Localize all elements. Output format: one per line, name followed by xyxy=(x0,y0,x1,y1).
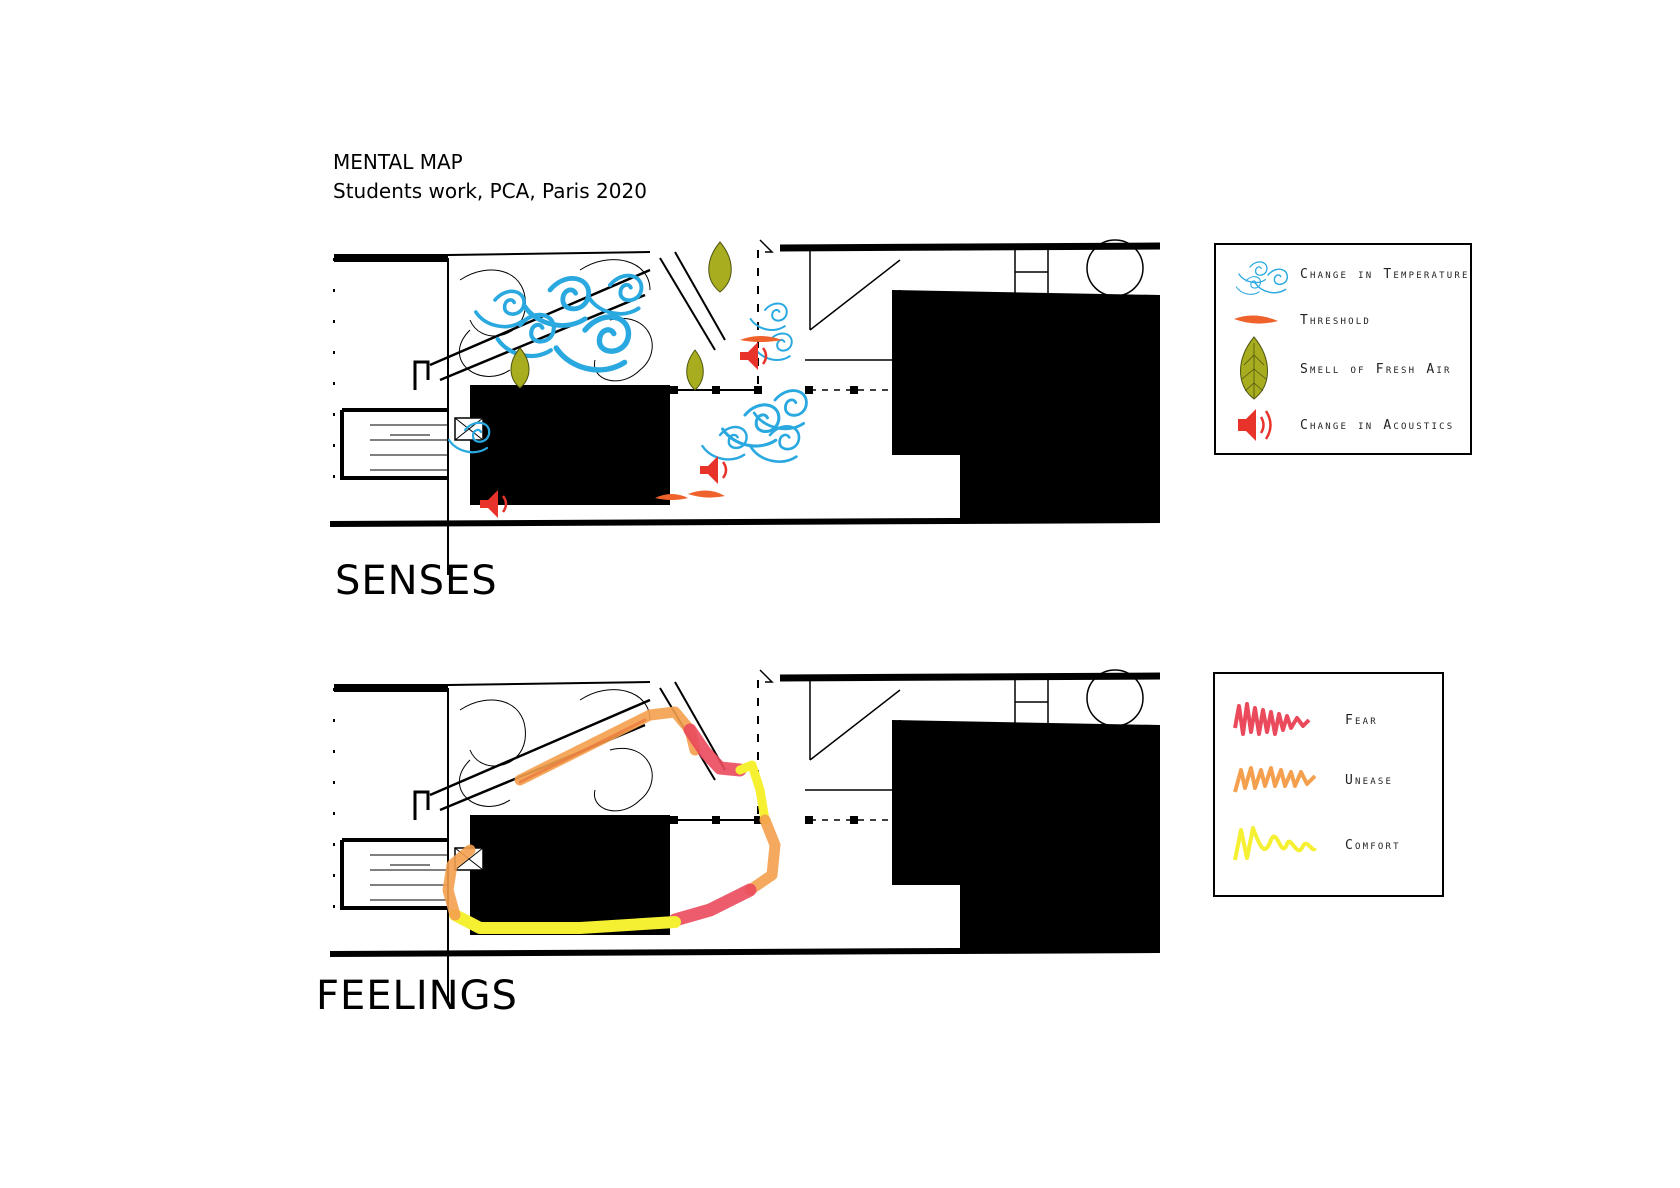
senses-section-label: SENSES xyxy=(335,558,498,604)
threshold-icon xyxy=(1234,315,1278,324)
unease-route xyxy=(744,814,781,896)
unease-route xyxy=(442,844,476,921)
legend-item-comfort: Comfort xyxy=(1231,820,1401,870)
feelings-section-label: FEELINGS xyxy=(316,973,518,1019)
scribble-icon xyxy=(1233,826,1317,861)
senses-legend: Change in Temperature Threshold Smell of… xyxy=(1214,243,1472,455)
legend-item-temperature: Change in Temperature xyxy=(1228,251,1470,297)
wind-swirl-icon xyxy=(1235,261,1289,295)
legend-label-comfort: Comfort xyxy=(1345,837,1401,853)
leaf-marker xyxy=(510,241,732,391)
title-block: MENTAL MAP Students work, PCA, Paris 202… xyxy=(333,148,647,206)
legend-item-fear: Fear xyxy=(1231,698,1378,742)
legend-item-leaf: Smell of Fresh Air xyxy=(1228,335,1452,403)
speaker-icon xyxy=(1238,409,1272,441)
map-title: MENTAL MAP xyxy=(333,150,463,174)
legend-label-acoustics: Change in Acoustics xyxy=(1300,417,1455,433)
threshold-marker xyxy=(655,336,782,500)
legend-label-fear: Fear xyxy=(1345,712,1378,728)
comfort-route xyxy=(449,909,681,934)
fear-route xyxy=(683,723,747,777)
feelings-legend: Fear Unease Comfort xyxy=(1213,672,1444,897)
legend-item-threshold: Threshold xyxy=(1228,307,1371,333)
scribble-icon xyxy=(1233,766,1317,793)
legend-item-acoustics: Change in Acoustics xyxy=(1228,405,1454,445)
legend-item-unease: Unease xyxy=(1231,758,1393,802)
feelings-floor-plan xyxy=(320,660,1180,970)
senses-floor-plan xyxy=(320,230,1180,540)
comfort-route xyxy=(735,760,770,825)
scribble-icon xyxy=(1233,702,1311,736)
map-subtitle: Students work, PCA, Paris 2020 xyxy=(333,179,647,203)
fear-route xyxy=(668,883,757,927)
legend-label-threshold: Threshold xyxy=(1300,312,1371,328)
legend-label-leaf: Smell of Fresh Air xyxy=(1300,361,1452,377)
legend-label-unease: Unease xyxy=(1345,772,1394,788)
legend-label-temperature: Change in Temperature xyxy=(1300,266,1470,282)
speaker-marker xyxy=(480,342,768,518)
unease-route xyxy=(518,718,647,784)
leaf-icon xyxy=(1240,336,1268,400)
